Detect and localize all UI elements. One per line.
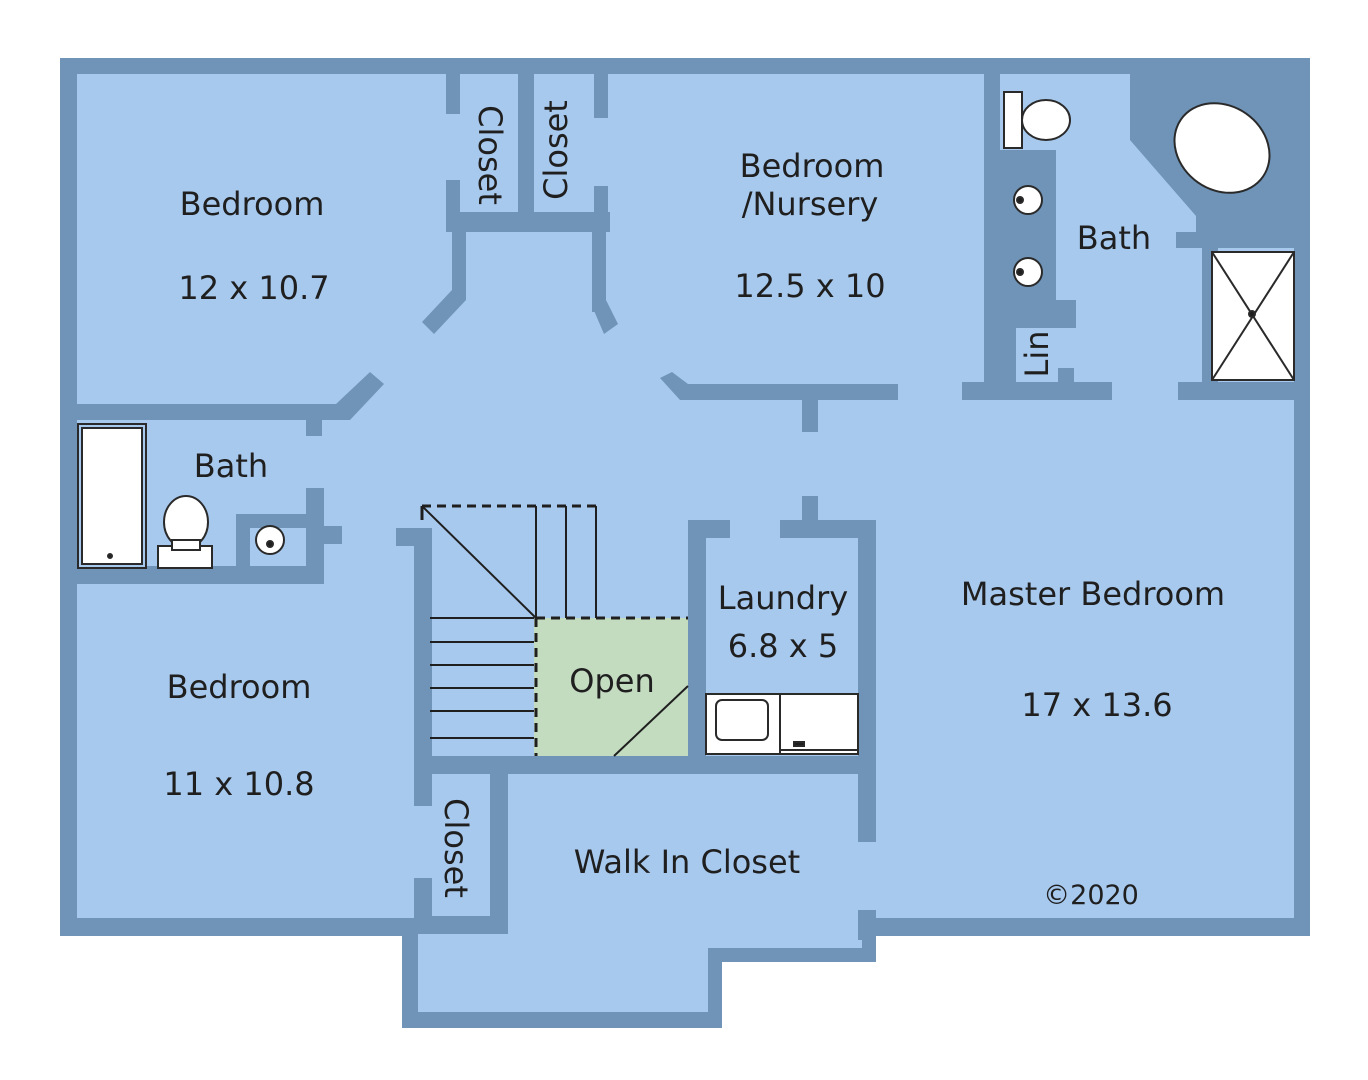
room-label-walk-in-closet: Walk In Closet: [574, 843, 800, 881]
room-size-master-bedroom: 17 x 13.6: [1021, 686, 1172, 724]
room-label-bedroom-sw: Bedroom: [167, 668, 312, 706]
interior-walls: [77, 74, 1294, 940]
master-sink-2: [1013, 257, 1043, 287]
room-label-bedroom-nw: Bedroom: [180, 185, 325, 223]
open-area: [534, 618, 688, 756]
room-label-closet-c: Closet: [437, 798, 475, 898]
room-label-closet-b: Closet: [537, 100, 575, 200]
stairs: [420, 504, 688, 756]
open-area-diagonal: [613, 685, 689, 757]
room-label-nursery-2: /Nursery: [742, 185, 879, 223]
room-size-bedroom-nw: 12 x 10.7: [178, 269, 329, 307]
dryer: [779, 693, 859, 755]
room-label-open: Open: [569, 662, 654, 700]
room-label-hall-bath: Bath: [194, 447, 268, 485]
master-toilet: [1003, 91, 1023, 149]
copyright: ©2020: [1043, 880, 1139, 911]
master-sink-1: [1013, 185, 1043, 215]
room-label-laundry: Laundry: [718, 579, 848, 617]
room-label-nursery-1: Bedroom: [740, 147, 885, 185]
room-label-closet-a: Closet: [471, 105, 509, 205]
room-size-laundry: 6.8 x 5: [728, 627, 839, 665]
room-size-bedroom-sw: 11 x 10.8: [163, 765, 314, 803]
room-label-master-bedroom: Master Bedroom: [961, 575, 1225, 613]
room-size-nursery: 12.5 x 10: [734, 267, 885, 305]
oval-tub: [1173, 102, 1271, 194]
fixtures: [77, 91, 1295, 755]
room-label-linen: Lin: [1018, 331, 1056, 378]
room-label-master-bath: Bath: [1077, 219, 1151, 257]
